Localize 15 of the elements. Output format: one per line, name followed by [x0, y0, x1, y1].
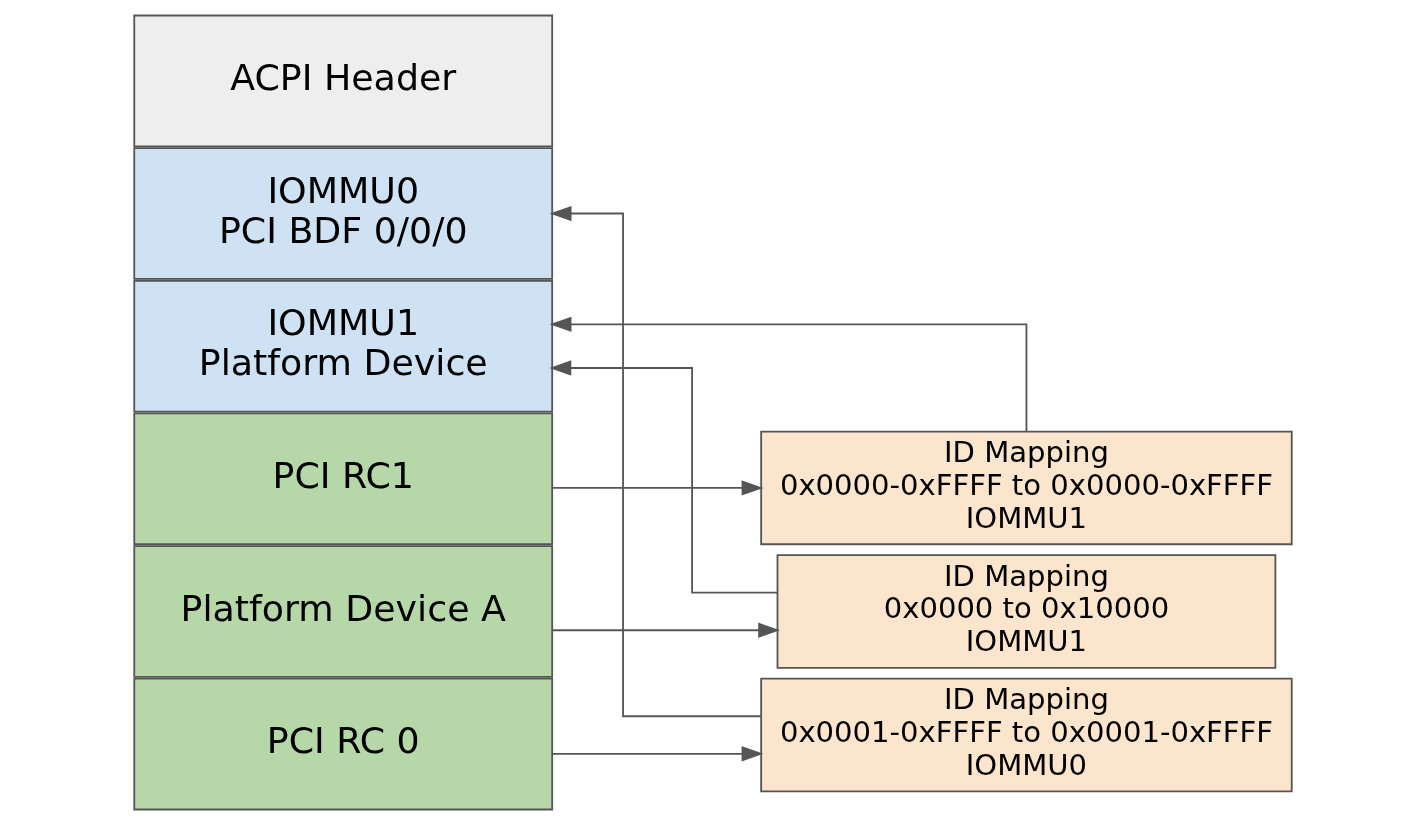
arrow [549, 316, 1027, 433]
arrow [551, 480, 763, 496]
node-box: ID Mapping 0x0001-0xFFFF to 0x0001-0xFFFF IOMMU0 [759, 677, 1293, 793]
node-box: PCI RC 0 [132, 677, 553, 811]
node-box: ID Mapping 0x0000 to 0x10000 IOMMU1 [776, 554, 1276, 669]
node-box: IOMMU1 Platform Device [132, 279, 553, 413]
node-box: PCI RC1 [132, 412, 553, 546]
arrow [549, 205, 762, 718]
node-box: ID Mapping 0x0000-0xFFFF to 0x0000-0xFFFF IOMMU1 [759, 430, 1293, 546]
arrow [548, 360, 778, 594]
arrow [551, 622, 780, 638]
node-box: Platform Device A [132, 545, 553, 678]
node-box: ACPI Header [132, 14, 553, 148]
arrow [551, 746, 763, 762]
node-box: IOMMU0 PCI BDF 0/0/0 [132, 147, 553, 280]
